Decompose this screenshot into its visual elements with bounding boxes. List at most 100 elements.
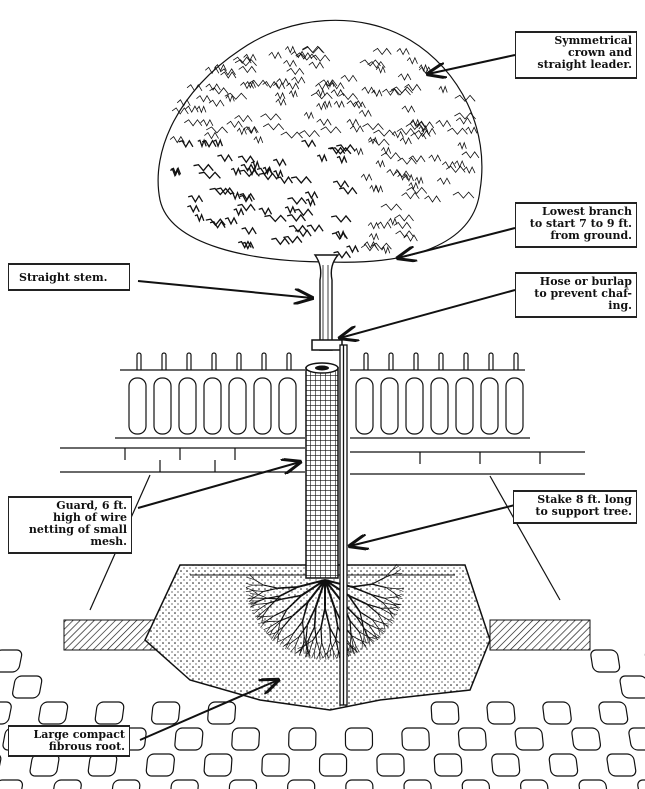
crown-stroke: [198, 171, 221, 180]
root-strand: [293, 621, 303, 634]
crown-stroke: [200, 118, 214, 127]
root-strand: [324, 579, 336, 607]
root-strand: [279, 609, 288, 623]
crown-stroke: [349, 125, 364, 133]
cobblestone: [174, 727, 204, 751]
root-strand: [377, 613, 387, 620]
root-strand: [321, 642, 326, 653]
root-strand: [324, 607, 331, 628]
root-strand: [286, 642, 292, 650]
root-strand: [311, 651, 315, 659]
root-strand: [274, 626, 284, 634]
crown-stroke: [362, 123, 384, 131]
crown-stroke: [391, 130, 404, 139]
crown-stroke: [454, 112, 476, 120]
crown-stroke: [333, 100, 345, 109]
crown-stroke: [236, 127, 247, 136]
cobblestone: [261, 753, 290, 777]
root-strand: [377, 613, 384, 623]
root-strand: [349, 645, 351, 654]
fence-finial: [413, 352, 419, 370]
root-strand: [394, 568, 401, 574]
root-strand: [305, 624, 308, 640]
pointer-arrows: [137, 54, 516, 741]
root-strand: [384, 569, 393, 578]
root-strand: [359, 631, 369, 638]
root-strand: [380, 607, 390, 614]
root-strand: [329, 649, 332, 658]
cobblestone: [433, 753, 463, 777]
root-strand: [368, 637, 375, 644]
cobblestone: [637, 779, 645, 789]
root-strand: [389, 612, 398, 615]
fence-finial: [488, 352, 494, 370]
hose-wrap: [311, 339, 343, 351]
crown-stroke: [234, 59, 257, 67]
root-strand: [333, 651, 338, 659]
root-strand: [336, 640, 339, 651]
label-stake: Stake 8 ft. long to support tree.: [513, 490, 637, 524]
root-strand: [277, 638, 285, 643]
arrow-hose: [340, 289, 516, 338]
root-strand: [358, 631, 363, 642]
root-strand: [370, 593, 385, 599]
root-strand: [390, 607, 399, 611]
cobblestone: [288, 727, 317, 751]
crown-stroke: [414, 176, 424, 185]
root-strand: [263, 606, 271, 616]
root-strand: [254, 579, 264, 586]
crown-stroke: [405, 122, 424, 131]
root-strand: [306, 646, 311, 654]
crown-stroke: [233, 207, 245, 217]
root-strand: [250, 602, 257, 608]
root-strand: [249, 574, 255, 580]
crown-stroke: [262, 123, 285, 131]
root-strand: [271, 632, 276, 640]
root-strand: [351, 635, 362, 642]
label-root: Large compact fibrous root.: [8, 725, 130, 757]
cobblestone: [376, 753, 405, 777]
cobblestone: [286, 779, 316, 789]
crown-stroke: [240, 81, 254, 90]
crown-stroke: [230, 166, 242, 177]
root-strand: [303, 635, 307, 647]
root-strand: [382, 602, 394, 606]
cobblestone: [491, 753, 521, 777]
crown-stroke: [373, 129, 396, 137]
root-strand: [277, 632, 280, 640]
cobblestone: [514, 727, 544, 751]
crown-stroke: [205, 66, 220, 75]
root-strand: [272, 635, 279, 641]
fence-finial: [211, 352, 217, 370]
fence-finial: [513, 352, 519, 370]
root-strand: [269, 595, 281, 607]
crown-stroke: [239, 194, 253, 203]
crown-stroke: [465, 126, 478, 135]
support-stake: [339, 344, 348, 706]
crown-stroke: [353, 147, 364, 156]
label-lowest-branch: Lowest branch to start 7 to 9 ft. from g…: [515, 202, 637, 248]
crown-stroke: [243, 53, 257, 62]
crown-stroke: [280, 131, 303, 139]
root-strand: [324, 652, 330, 659]
crown-stroke: [262, 165, 273, 176]
crown-stroke: [369, 184, 379, 193]
root-strand: [327, 641, 331, 653]
crown-stroke: [329, 146, 352, 155]
crown-stroke: [284, 205, 297, 215]
cobblestone: [110, 779, 141, 789]
root-strand: [276, 635, 279, 644]
crown-stroke: [238, 240, 252, 249]
crown-stroke: [410, 132, 427, 140]
crown-stroke: [319, 79, 338, 87]
root-strand: [269, 629, 274, 637]
crown-stroke: [452, 191, 475, 199]
crown-stroke: [299, 129, 320, 138]
root-strand: [320, 607, 326, 628]
crown-stroke: [224, 92, 248, 100]
cobblestone: [0, 701, 12, 725]
crown-stroke: [169, 135, 185, 144]
root-strand: [288, 632, 294, 643]
cobblestone: [228, 779, 258, 789]
crown-stroke: [338, 92, 359, 101]
